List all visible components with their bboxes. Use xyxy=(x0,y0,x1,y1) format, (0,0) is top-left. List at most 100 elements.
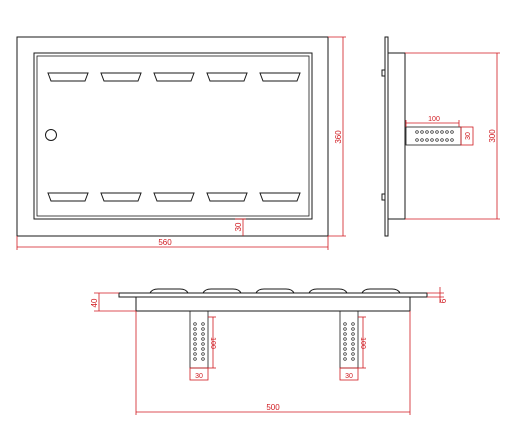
right-rail-width-box xyxy=(339,367,359,381)
vent-bumps xyxy=(149,288,401,294)
rail-hole xyxy=(343,332,347,336)
right-rail-width-dimension: 30 xyxy=(345,373,353,380)
rail-width-dimension: 30 xyxy=(465,132,472,140)
vent-row-bottom xyxy=(47,192,301,202)
rail-hole xyxy=(351,352,355,356)
rail-hole xyxy=(343,352,347,356)
rail-hole xyxy=(201,337,205,341)
right-rail-length-dimension: 100 xyxy=(359,337,366,349)
left-mounting-rail xyxy=(189,310,209,369)
rail-hole xyxy=(201,342,205,346)
rail-hole xyxy=(351,332,355,336)
box-body xyxy=(387,52,406,220)
rail-length-dimension: 100 xyxy=(428,116,440,123)
vent-slot xyxy=(259,192,301,202)
left-rail-holes xyxy=(193,322,205,361)
vent-bump xyxy=(149,288,189,294)
rail-hole xyxy=(425,138,429,142)
rail-hole xyxy=(415,130,419,134)
top-flange xyxy=(118,292,428,298)
frame-dimension: 30 xyxy=(234,222,243,231)
lip-dimension: 6 xyxy=(439,298,448,303)
door-panel xyxy=(33,52,313,220)
vent-row-top xyxy=(47,72,301,82)
mounting-rail xyxy=(405,126,462,146)
vent-slot xyxy=(100,192,142,202)
rail-hole xyxy=(351,322,355,326)
rail-hole xyxy=(193,327,197,331)
rail-hole xyxy=(351,327,355,331)
vent-slot xyxy=(153,72,195,82)
box-depth-profile xyxy=(135,296,411,312)
rail-hole xyxy=(201,322,205,326)
left-rail-length-dimension: 100 xyxy=(209,337,216,349)
vent-slot xyxy=(153,192,195,202)
rail-hole xyxy=(193,347,197,351)
span-dimension: 500 xyxy=(266,403,280,412)
rail-hole xyxy=(430,130,434,134)
rail-hole xyxy=(343,327,347,331)
rail-hole xyxy=(201,357,205,361)
height-dimension: 360 xyxy=(334,130,343,144)
vent-slot xyxy=(206,192,248,202)
hinge-top xyxy=(381,69,386,77)
width-dimension: 560 xyxy=(158,238,172,247)
rail-hole xyxy=(435,130,439,134)
rail-hole xyxy=(440,138,444,142)
left-rail-width-dimension: 30 xyxy=(195,373,203,380)
right-mounting-rail xyxy=(339,310,359,369)
rail-hole xyxy=(201,332,205,336)
rail-hole xyxy=(343,347,347,351)
rail-hole xyxy=(351,357,355,361)
rail-hole xyxy=(193,342,197,346)
rail-hole xyxy=(450,138,454,142)
vent-slot xyxy=(47,72,89,82)
rail-hole xyxy=(201,327,205,331)
outer-frame xyxy=(16,36,329,237)
rail-hole xyxy=(193,322,197,326)
rail-hole xyxy=(425,130,429,134)
vent-slot xyxy=(100,72,142,82)
rail-hole xyxy=(415,138,419,142)
rail-hole xyxy=(201,347,205,351)
rail-hole xyxy=(445,130,449,134)
rail-hole xyxy=(440,130,444,134)
rail-hole xyxy=(193,352,197,356)
vent-slot xyxy=(206,72,248,82)
rail-hole xyxy=(193,332,197,336)
depth-dimension: 300 xyxy=(488,129,497,143)
rail-hole xyxy=(435,138,439,142)
rail-holes xyxy=(415,130,454,142)
vent-bump xyxy=(308,288,348,294)
rail-hole xyxy=(343,337,347,341)
rail-width-box xyxy=(460,126,474,146)
side-view: 100 30 300 xyxy=(381,36,500,237)
vent-bump xyxy=(202,288,242,294)
vent-slot xyxy=(47,192,89,202)
vent-slot xyxy=(259,72,301,82)
rail-hole xyxy=(430,138,434,142)
left-rail-width-box xyxy=(189,367,209,381)
rail-hole xyxy=(351,342,355,346)
rail-hole xyxy=(343,322,347,326)
rail-hole xyxy=(193,337,197,341)
front-view: 560 360 30 xyxy=(16,36,346,250)
door-inner-edge xyxy=(36,55,310,217)
rail-hole xyxy=(445,138,449,142)
rail-hole xyxy=(351,337,355,341)
rail-hole xyxy=(450,130,454,134)
rail-hole xyxy=(343,342,347,346)
vent-bump xyxy=(255,288,295,294)
rail-hole xyxy=(193,357,197,361)
rail-hole xyxy=(201,352,205,356)
rail-hole xyxy=(420,130,424,134)
vent-bump xyxy=(361,288,401,294)
hinge-bottom xyxy=(381,193,386,201)
rail-hole xyxy=(343,357,347,361)
rail-hole xyxy=(351,347,355,351)
rail-hole xyxy=(420,138,424,142)
right-rail-holes xyxy=(343,322,355,361)
thickness-dimension: 40 xyxy=(90,298,99,307)
top-view: 100 30 100 30 xyxy=(90,287,448,415)
